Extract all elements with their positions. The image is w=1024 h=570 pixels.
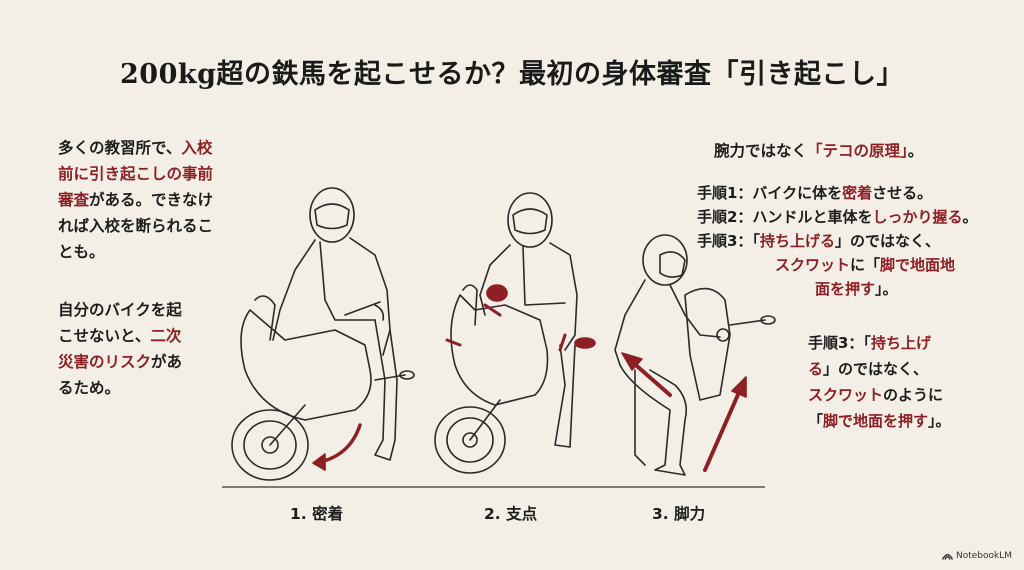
body-text: 」。 — [928, 412, 951, 430]
highlight-text: 脚で地面地 — [880, 256, 956, 274]
highlight-text: 脚で地面を押す — [823, 412, 929, 430]
rider-squat-lift-icon — [614, 234, 776, 476]
body-text: こせないと、 — [58, 327, 151, 345]
caption-step-1: 1. 密着 — [290, 505, 344, 523]
text-line: 面を押す」。 — [697, 277, 977, 301]
text-line: 多くの教習所で、入校 — [58, 135, 248, 161]
text-line: る」のではなく、 — [808, 356, 988, 382]
body-text: のように — [883, 386, 944, 404]
body-text: 手順2：ハンドルと車体を — [697, 208, 873, 226]
right-heading: 腕力ではなく「テコの原理」。 — [714, 138, 923, 164]
body-text: 手順3：「 — [808, 334, 871, 352]
highlight-text: 二次 — [150, 327, 182, 345]
body-text: がある。できなけ — [89, 191, 214, 209]
caption-step-3: 3. 脚力 — [652, 505, 706, 523]
text-line: スクワットに「脚で地面地 — [697, 253, 977, 277]
step3-callout: 手順3：「持ち上げる」のではなく、スクワットのように「脚で地面を押す」。 — [808, 330, 988, 434]
text-line: 「脚で地面を押す」。 — [808, 408, 988, 434]
body-text: 腕力ではなく — [714, 142, 808, 160]
highlight-text: 審査 — [58, 191, 90, 209]
highlight-text: 面を押す — [815, 280, 876, 298]
notebooklm-badge: NotebookLM — [941, 551, 1012, 561]
body-text: 「 — [808, 412, 824, 430]
rider-gripping-handlebar-icon — [434, 192, 596, 474]
text-line: 手順3：「持ち上げ — [808, 330, 988, 356]
highlight-text: 「テコの原理」 — [807, 142, 908, 160]
text-line: れば入校を断られるこ — [58, 213, 248, 239]
text-line: 前に引き起こしの事前 — [58, 161, 248, 187]
body-text: させる。 — [872, 184, 933, 202]
text-line: とも。 — [58, 239, 248, 265]
highlight-text: 持ち上げる — [759, 232, 835, 250]
body-text: るため。 — [58, 379, 121, 397]
highlight-text: る — [808, 360, 824, 378]
text-line: 自分のバイクを起 — [58, 297, 228, 323]
highlight-text: スクワット — [775, 256, 851, 274]
text-line: 災害のリスクがあ — [58, 349, 228, 375]
body-text: 。 — [962, 208, 978, 226]
rider-hugging-bike-icon — [231, 187, 415, 481]
text-line: こせないと、二次 — [58, 323, 228, 349]
text-line: スクワットのように — [808, 382, 988, 408]
body-text: 。 — [907, 142, 924, 160]
body-text: 手順3：「 — [697, 232, 760, 250]
text-line: 審査がある。できなけ — [58, 187, 248, 213]
highlight-text: 前に引き起こしの事前 — [58, 165, 214, 183]
body-text: 多くの教習所で、 — [58, 139, 182, 157]
highlight-text: しっかり握る — [872, 208, 963, 226]
brand-label: NotebookLM — [955, 551, 1012, 561]
body-text: 」。 — [875, 280, 898, 298]
body-text: れば入校を断られるこ — [58, 217, 214, 235]
notebooklm-logo-icon — [941, 554, 953, 560]
body-text: 手順1：バイクに体を — [697, 184, 843, 202]
highlight-text: 入校 — [181, 139, 213, 157]
body-text: に「 — [850, 256, 881, 274]
body-text: 自分のバイクを起 — [58, 301, 182, 319]
body-text: 」のではなく、 — [834, 232, 940, 250]
text-line: 手順3：「持ち上げる」のではなく、 — [697, 229, 977, 253]
highlight-text: スクワット — [808, 386, 884, 404]
body-text: があ — [151, 353, 183, 371]
caption-step-2: 2. 支点 — [484, 505, 538, 523]
page-title: 200kg超の鉄馬を起こせるか？最初の身体審査「引き起こし」 — [120, 59, 904, 90]
steps-list: 手順1：バイクに体を密着させる。手順2：ハンドルと車体をしっかり握る。手順3：「… — [697, 181, 977, 301]
highlight-text: 災害のリスク — [58, 353, 152, 371]
highlight-text: 持ち上げ — [870, 334, 931, 352]
text-line: 手順1：バイクに体を密着させる。 — [697, 181, 977, 205]
body-text: とも。 — [58, 243, 105, 261]
text-line: 手順2：ハンドルと車体をしっかり握る。 — [697, 205, 977, 229]
text-line: 腕力ではなく「テコの原理」。 — [714, 138, 923, 164]
text-line: るため。 — [58, 375, 228, 401]
highlight-text: 密着 — [842, 184, 873, 202]
body-text: 」のではなく、 — [823, 360, 929, 378]
left-paragraph-1: 多くの教習所で、入校前に引き起こしの事前審査がある。できなければ入校を断られるこ… — [58, 135, 248, 265]
ground-line — [222, 486, 765, 488]
left-paragraph-2: 自分のバイクを起こせないと、二次災害のリスクがあるため。 — [58, 297, 228, 401]
